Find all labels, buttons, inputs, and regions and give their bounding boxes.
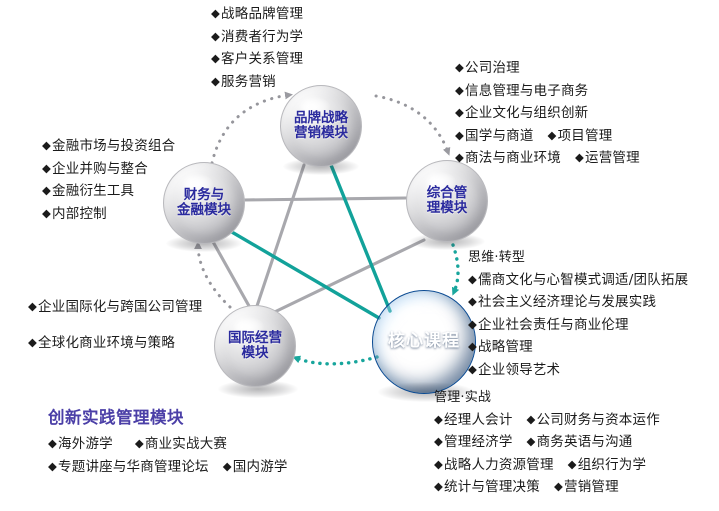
diamond-bullet-icon: ◆ [42, 160, 52, 175]
node-brand-strategy-marketing[interactable]: 品牌战略 营销模块 [280, 85, 362, 167]
course-item: ◆金融衍生工具 [42, 183, 135, 200]
node-label: 品牌战略 营销模块 [294, 109, 348, 141]
diamond-bullet-icon: ◆ [42, 205, 52, 220]
diamond-bullet-icon: ◆ [526, 411, 536, 426]
course-item: ◆统计与管理决策◆营销管理 [434, 479, 619, 496]
course-item: ◆战略品牌管理 [211, 6, 304, 22]
diamond-bullet-icon: ◆ [455, 60, 465, 74]
diamond-bullet-icon: ◆ [48, 458, 58, 473]
course-item: ◆管理经济学◆商务英语与沟通 [434, 434, 633, 451]
course-item: ◆企业领导艺术 [468, 361, 561, 378]
node-general-management-module[interactable]: 综合管 理模块 [406, 160, 488, 242]
diamond-bullet-icon: ◆ [567, 456, 577, 471]
text-block-brand-courses: ◆战略品牌管理 ◆消费者行为学 ◆客户关系管理 ◆服务营销 [211, 4, 303, 92]
diamond-bullet-icon: ◆ [455, 150, 465, 165]
diamond-bullet-icon: ◆ [468, 361, 478, 376]
diamond-bullet-icon: ◆ [134, 436, 144, 451]
node-finance-module[interactable]: 财务与 金融模块 [163, 162, 245, 244]
node-label: 国际经营 模块 [228, 329, 282, 361]
course-item: ◆企业社会责任与商业伦理 [468, 316, 629, 333]
course-item: ◆社会主义经济理论与发展实践 [468, 294, 657, 311]
group-heading: 管理·实战 [434, 390, 492, 405]
course-item: ◆国学与商道◆项目管理 [455, 127, 613, 144]
node-shadow-international [218, 380, 298, 398]
node-international-business-module[interactable]: 国际经营 模块 [214, 305, 296, 387]
diamond-bullet-icon: ◆ [468, 316, 478, 331]
course-item: ◆儒商文化与心智模式调适/团队拓展 [468, 271, 689, 288]
diamond-bullet-icon: ◆ [434, 456, 444, 471]
node-label: 核心课程 [388, 331, 460, 352]
diamond-bullet-icon: ◆ [211, 6, 221, 20]
group-heading: 思维·转型 [468, 250, 526, 265]
diamond-bullet-icon: ◆ [42, 138, 52, 152]
node-label: 综合管 理模块 [426, 184, 468, 216]
course-item: ◆金融市场与投资组合 [42, 138, 176, 154]
diamond-bullet-icon: ◆ [48, 436, 58, 451]
diamond-bullet-icon: ◆ [468, 271, 478, 286]
course-item: ◆客户关系管理 [211, 51, 304, 68]
course-item: ◆海外游学◆商业实战大赛 [48, 436, 228, 453]
node-core-curriculum[interactable]: 核心课程 [372, 290, 476, 394]
course-item: ◆全球化商业环境与策略 [28, 334, 176, 351]
course-item: ◆公司治理 [455, 60, 520, 76]
course-item: ◆经理人会计◆公司财务与资本运作 [434, 411, 660, 428]
diamond-bullet-icon: ◆ [434, 479, 444, 494]
diamond-bullet-icon: ◆ [211, 51, 221, 66]
course-item: ◆企业文化与组织创新 [455, 105, 589, 122]
diamond-bullet-icon: ◆ [468, 294, 478, 309]
node-label: 财务与 金融模块 [177, 186, 231, 218]
solid-teal-edges [211, 158, 392, 320]
course-item: ◆战略人力资源管理◆组织行为学 [434, 456, 647, 473]
diamond-bullet-icon: ◆ [434, 411, 444, 426]
diamond-bullet-icon: ◆ [42, 183, 52, 198]
diamond-bullet-icon: ◆ [434, 434, 444, 449]
diamond-bullet-icon: ◆ [455, 105, 465, 120]
diamond-bullet-icon: ◆ [211, 73, 221, 88]
section-title-innovation-practice: 创新实践管理模块 [48, 408, 184, 427]
solid-gray-edges [210, 163, 426, 324]
course-item: ◆专题讲座与华商管理论坛◆国内游学 [48, 458, 288, 475]
course-item: ◆企业国际化与跨国公司管理 [28, 299, 203, 315]
dotted-gray-arcs [194, 91, 451, 309]
diamond-bullet-icon: ◆ [455, 127, 465, 142]
course-item: ◆服务营销 [211, 73, 276, 90]
course-item: ◆商法与商业环境◆运营管理 [455, 150, 640, 167]
diamond-bullet-icon: ◆ [574, 150, 584, 165]
course-item: ◆战略管理 [468, 339, 533, 356]
course-item: ◆信息管理与电子商务 [455, 82, 589, 99]
text-block-management-practice: 管理·实战 ◆经理人会计◆公司财务与资本运作 ◆管理经济学◆商务英语与沟通 ◆战… [434, 388, 660, 498]
course-item: ◆消费者行为学 [211, 28, 304, 45]
course-item: ◆内部控制 [42, 205, 107, 222]
course-item: ◆企业并购与整合 [42, 160, 148, 177]
diamond-bullet-icon: ◆ [547, 127, 557, 142]
text-block-thinking-transformation: 思维·转型 ◆儒商文化与心智模式调适/团队拓展 ◆社会主义经济理论与发展实践 ◆… [468, 248, 688, 380]
diamond-bullet-icon: ◆ [526, 434, 536, 449]
diamond-bullet-icon: ◆ [211, 28, 221, 43]
diamond-bullet-icon: ◆ [28, 299, 38, 313]
text-block-general-management-courses: ◆公司治理 ◆信息管理与电子商务 ◆企业文化与组织创新 ◆国学与商道◆项目管理 … [455, 58, 640, 169]
diamond-bullet-icon: ◆ [468, 339, 478, 354]
dotted-teal-arcs [292, 243, 460, 366]
diamond-bullet-icon: ◆ [222, 458, 232, 473]
diamond-bullet-icon: ◆ [553, 479, 563, 494]
diamond-bullet-icon: ◆ [28, 334, 38, 349]
text-block-innovation-practice: 创新实践管理模块 ◆海外游学◆商业实战大赛 ◆专题讲座与华商管理论坛◆国内游学 [48, 405, 288, 477]
text-block-finance-courses: ◆金融市场与投资组合 ◆企业并购与整合 ◆金融衍生工具 ◆内部控制 [42, 136, 175, 224]
diamond-bullet-icon: ◆ [455, 82, 465, 97]
text-block-international-courses: ◆企业国际化与跨国公司管理 ◆全球化商业环境与策略 [28, 295, 202, 356]
